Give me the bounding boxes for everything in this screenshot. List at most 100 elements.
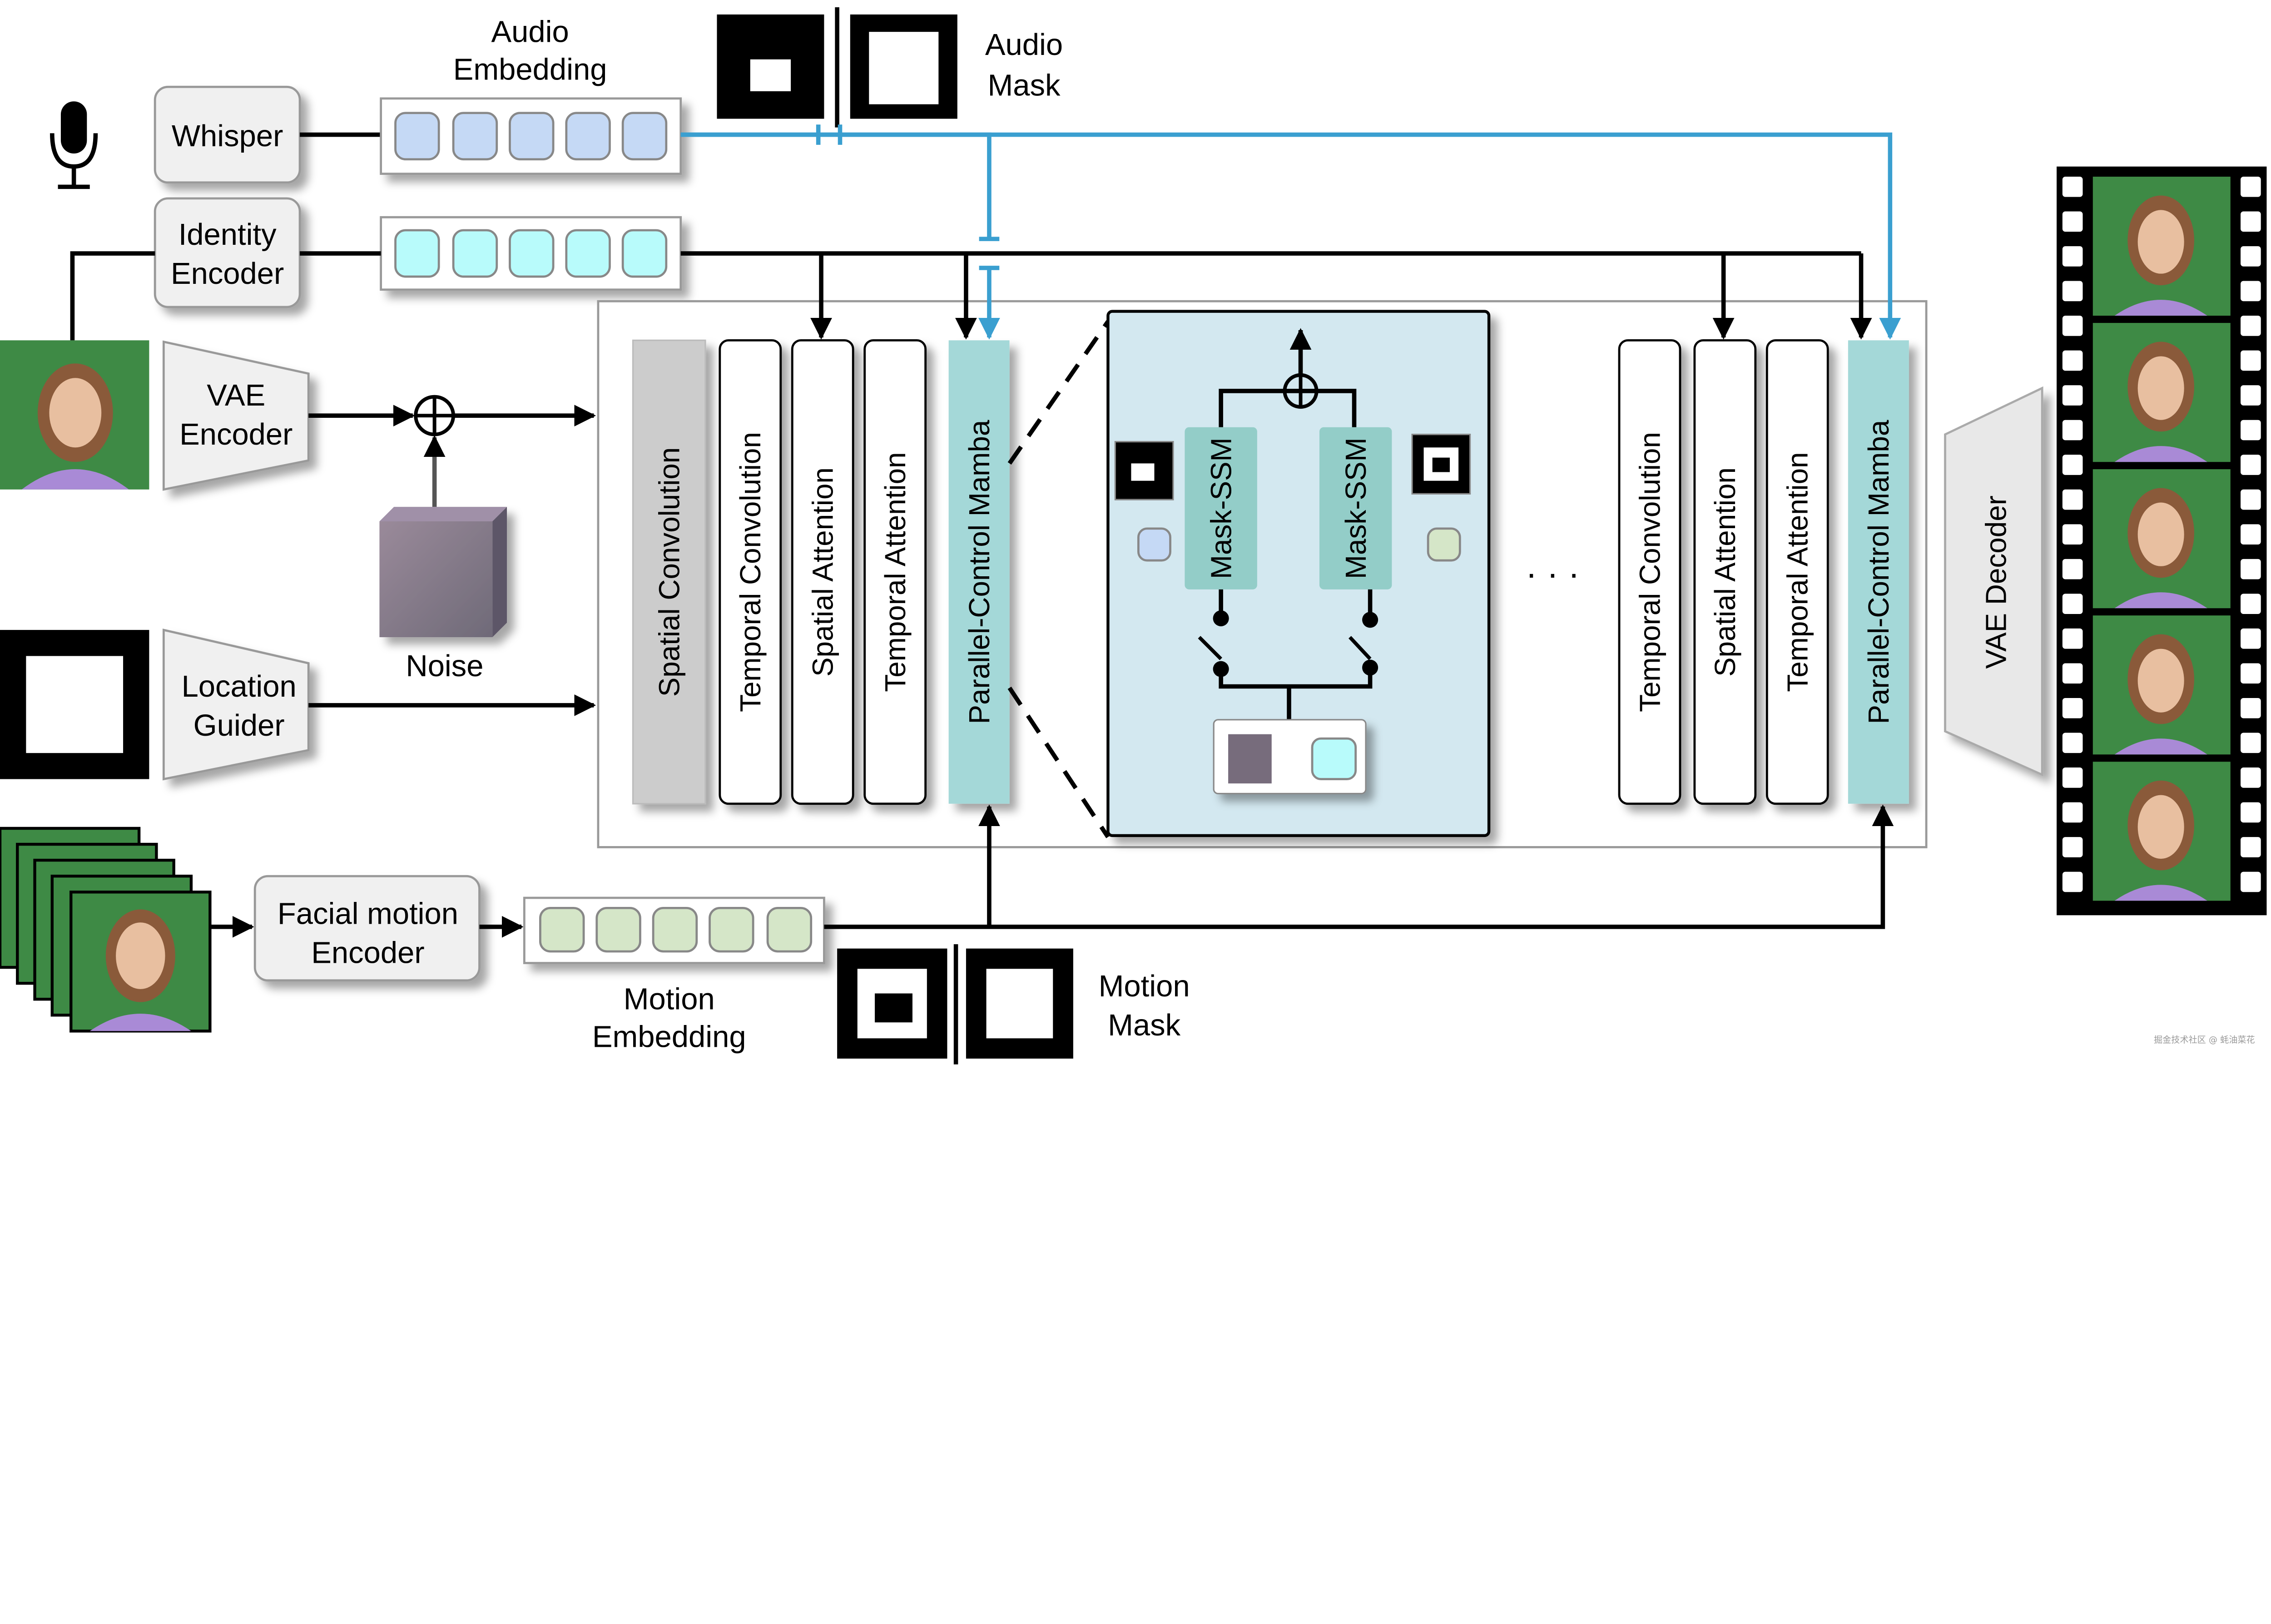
sprocket-hole [2241,663,2261,684]
motion-embedding [523,896,825,964]
audio-token [1137,527,1171,562]
temporal-convolution-label: Temporal Convolution [734,432,767,712]
face [2137,210,2184,274]
mask-ssm-motion-label: Mask-SSM [1339,437,1372,579]
audio-token [621,112,668,161]
noise-cube [379,507,507,638]
add-operator-icon [414,395,456,436]
face [2137,356,2184,420]
audio-token [509,112,555,161]
spatial-attention-label: Spatial Attention [807,467,839,677]
noise-label: Noise [406,649,483,683]
temporal-convolution-label-2: Temporal Convolution [1633,432,1666,712]
sprocket-hole [2241,524,2261,545]
sprocket-hole [2241,385,2261,406]
motion-token [1427,527,1461,562]
identity-embedding [380,216,682,291]
sprocket-hole [2241,628,2261,649]
sprocket-hole [2062,767,2083,788]
identity-encoder-label-1: Identity [179,218,277,252]
location-guider-block [162,629,310,781]
audio-token [565,112,611,161]
audio-token [394,112,440,161]
sprocket-hole [2062,559,2083,579]
audio-connections [680,124,1901,340]
shirt [2114,592,2207,609]
temporal-attention-label-2: Temporal Attention [1781,452,1814,692]
sprocket-hole [2241,177,2261,197]
audio-mask-label-2: Mask [987,68,1060,102]
sprocket-hole [2062,524,2083,545]
shirt [2114,446,2207,462]
sprocket-hole [2062,316,2083,336]
sprocket-hole [2241,837,2261,857]
motion-embedding-label-2: Embedding [592,1020,746,1054]
shirt [2114,738,2207,755]
architecture-diagram: Whisper Audio Embedding Audio Mask Ident… [0,7,2267,1065]
whisper-label: Whisper [172,119,283,153]
audio-embedding-label-2: Embedding [453,52,607,86]
identity-token [1311,737,1357,780]
vae-encoder-label-1: VAE [207,378,265,412]
sprocket-hole [2062,281,2083,302]
audio-mask-icon [717,7,957,128]
sprocket-hole [2241,559,2261,579]
sprocket-hole [2062,177,2083,197]
identity-encoder-box [154,197,301,308]
left-layers [632,339,1010,805]
sprocket-hole [2241,420,2261,441]
sprocket-hole [2241,281,2261,302]
sprocket-hole [2241,733,2261,753]
mamba-detail-panel [1106,310,1491,837]
sprocket-hole [2241,350,2261,371]
parallel-control-mamba-label: Parallel-Control Mamba [963,420,996,724]
sprocket-hole [2241,871,2261,892]
ellipsis: · · · [1526,554,1580,593]
sprocket-hole [2241,316,2261,336]
shirt [2114,300,2207,316]
sprocket-hole [2062,663,2083,684]
vae-encoder-label-2: Encoder [179,417,293,451]
motion-connections [824,804,1894,929]
motion-mask-label-2: Mask [1108,1008,1180,1042]
facial-motion-encoder-label-2: Encoder [311,936,424,970]
watermark: 掘金技术社区 @ 蚝油菜花 [2154,1035,2255,1045]
audio-token [452,112,498,161]
vae-encoder-block [162,340,310,491]
sprocket-hole [2241,594,2261,614]
output-video-filmstrip [2057,166,2267,916]
sprocket-hole [2062,594,2083,614]
location-guider-label-1: Location [182,669,297,703]
sprocket-hole [2241,211,2261,232]
location-mask-icon [0,630,149,779]
sprocket-hole [2062,420,2083,441]
parallel-control-mamba-label-2: Parallel-Control Mamba [1862,420,1895,724]
shirt [2114,885,2207,901]
spatial-attention-label-2: Spatial Attention [1709,467,1741,677]
sprocket-hole [2062,628,2083,649]
motion-mask-icon [837,944,1073,1065]
mask-ssm-audio-label: Mask-SSM [1205,437,1237,579]
face [2137,502,2184,566]
sprocket-hole [2062,733,2083,753]
sprocket-hole [2062,698,2083,718]
sprocket-hole [2241,767,2261,788]
facial-motion-encoder-label-1: Facial motion [278,896,458,931]
temporal-attention-label: Temporal Attention [879,452,912,692]
reference-face-image [0,340,149,490]
location-guider-label-2: Guider [193,708,285,743]
face [2137,649,2184,713]
motion-mask-label-1: Motion [1099,969,1190,1003]
sprocket-hole [2241,802,2261,823]
sprocket-hole [2062,246,2083,267]
identity-encoder-label-2: Encoder [171,257,284,291]
sprocket-hole [2241,246,2261,267]
motion-frames-stack [0,827,212,1033]
sprocket-hole [2062,871,2083,892]
face [2137,795,2184,859]
audio-mask-label-1: Audio [985,28,1063,62]
sprocket-hole [2062,350,2083,371]
sprocket-hole [2062,211,2083,232]
vae-decoder-label: VAE Decoder [1979,495,2012,669]
audio-embedding-label-1: Audio [491,15,569,49]
